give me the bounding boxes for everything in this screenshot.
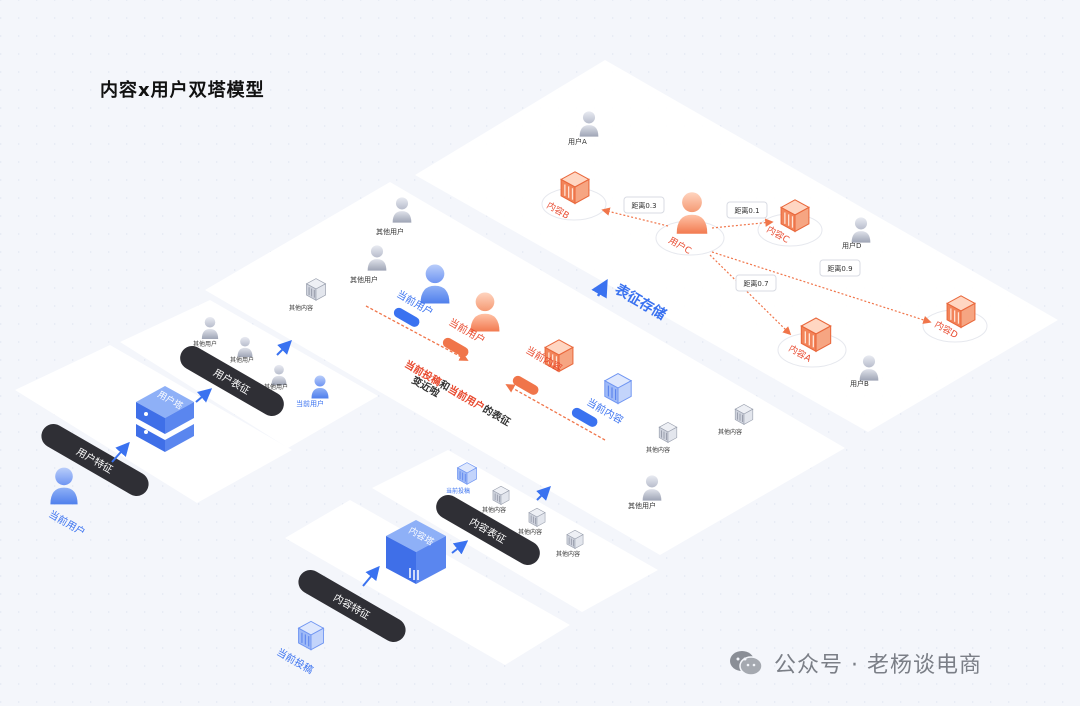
platform-content-tower bbox=[285, 500, 570, 665]
svg-text:距离0.7: 距离0.7 bbox=[743, 279, 768, 288]
svg-text:距离0.1: 距离0.1 bbox=[734, 206, 759, 215]
watermark-text: 公众号 · 老杨谈电商 bbox=[774, 653, 982, 678]
content-repr-current-icon bbox=[457, 462, 477, 485]
user-repr-other-label-1: 其他用户 bbox=[193, 340, 217, 348]
content-repr-other-label-1: 其他内容 bbox=[482, 506, 506, 514]
other-content-icon-1 bbox=[306, 278, 326, 301]
other-content-icon-3 bbox=[734, 403, 754, 425]
current-user-badge bbox=[393, 307, 420, 327]
dist-tag-03: 距离0.3 bbox=[623, 196, 665, 214]
dist-line-a bbox=[709, 254, 792, 336]
arrow-crepr-up bbox=[536, 486, 551, 501]
user-d-label: 用户D bbox=[842, 241, 861, 250]
current-content-blue-icon bbox=[604, 373, 632, 405]
arrow-feature-to-tower bbox=[111, 441, 130, 463]
arrow-repr-up bbox=[276, 340, 292, 356]
dist-tag-09: 距离0.9 bbox=[819, 259, 861, 277]
current-user-left-icon bbox=[50, 467, 78, 505]
arrow-user-approach bbox=[365, 305, 469, 361]
platform-user-repr bbox=[120, 300, 378, 448]
platform-repr-storage bbox=[415, 60, 1058, 432]
content-repr-other-label-3: 其他内容 bbox=[556, 550, 580, 558]
current-content-orange-badge bbox=[512, 375, 539, 395]
content-repr-other-label-2: 其他内容 bbox=[518, 528, 542, 536]
wechat-icon bbox=[730, 651, 763, 676]
other-user-label-3: 其他用户 bbox=[628, 501, 656, 510]
arrow-tower-to-repr bbox=[195, 388, 213, 403]
user-tower-box: 用户塔 bbox=[136, 386, 194, 452]
other-content-label-2: 其他内容 bbox=[646, 446, 670, 454]
svg-text:距离0.3: 距离0.3 bbox=[631, 201, 656, 210]
dist-tag-01: 距离0.1 bbox=[726, 201, 768, 219]
arrow-to-storage bbox=[591, 278, 608, 299]
content-a-icon bbox=[800, 317, 832, 353]
content-repr-current-label: 当前投稿 bbox=[446, 487, 470, 495]
platforms bbox=[15, 60, 1058, 665]
content-repr-other-icon-1 bbox=[492, 485, 510, 505]
other-content-label-1: 其他内容 bbox=[289, 304, 313, 312]
content-d-icon bbox=[946, 295, 976, 329]
storage-scene: 用户A 内容B 用户C 内容C 用户D 内容A 用户B 内容D 距离0.3 距离… bbox=[541, 111, 988, 388]
other-content-icon-2 bbox=[658, 421, 678, 443]
current-post-label: 当前投稿 bbox=[275, 645, 316, 676]
user-repr-other-label-2: 其他用户 bbox=[230, 356, 254, 364]
arrow-content-approach bbox=[505, 384, 606, 441]
content-b-icon bbox=[560, 171, 590, 205]
user-b-label: 用户B bbox=[850, 379, 869, 388]
current-post-icon bbox=[297, 620, 325, 651]
svg-text:距离0.9: 距离0.9 bbox=[827, 264, 852, 273]
other-content-label-3: 其他内容 bbox=[718, 428, 742, 436]
platform-content-repr bbox=[372, 450, 658, 612]
diagram-title: 内容x用户双塔模型 bbox=[100, 80, 265, 101]
content-tower-box: 内容塔 bbox=[386, 520, 446, 584]
arrow-ctower-to-repr bbox=[451, 540, 469, 555]
other-user-label-2: 其他用户 bbox=[350, 275, 378, 284]
content-c-icon bbox=[780, 199, 810, 233]
content-repr-other-icon-2 bbox=[528, 507, 546, 527]
current-user-left-label: 当前用户 bbox=[47, 507, 88, 538]
dist-tag-07: 距离0.7 bbox=[735, 274, 777, 292]
other-user-label-1: 其他用户 bbox=[376, 227, 404, 236]
arrow-cfeature-to-tower bbox=[362, 565, 380, 587]
platform-matching bbox=[205, 182, 845, 555]
content-repr-other-icon-3 bbox=[566, 529, 584, 549]
user-repr-other-label-3: 其他用户 bbox=[264, 383, 288, 391]
current-user-orange-badge bbox=[442, 337, 469, 357]
current-content-blue-badge bbox=[571, 407, 598, 427]
dist-line-b bbox=[601, 207, 669, 227]
user-a-label: 用户A bbox=[568, 137, 587, 146]
watermark: 公众号 · 老杨谈电商 bbox=[728, 648, 982, 678]
user-repr-current-label: 当前用户 bbox=[296, 399, 324, 408]
